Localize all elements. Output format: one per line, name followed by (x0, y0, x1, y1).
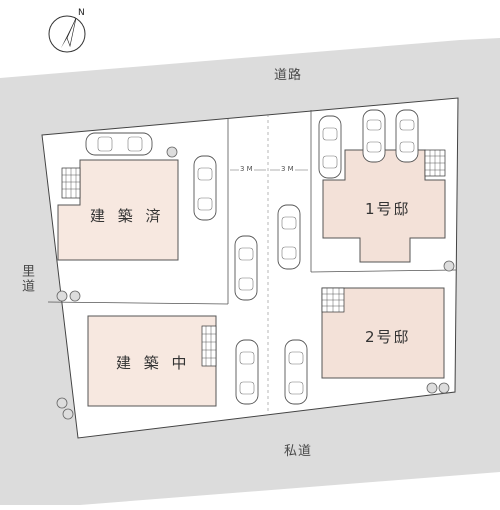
house-label-1: 1号邸 (365, 200, 411, 218)
equipment-grid-lines (62, 150, 445, 366)
tree (62, 408, 74, 420)
car (193, 155, 217, 221)
car (395, 109, 419, 163)
equipment-grid (201, 325, 217, 367)
road-label-top: 道路 (274, 68, 303, 83)
north-label: N (78, 8, 85, 18)
dimension-label-left: 3 M (239, 165, 254, 173)
trees (56, 146, 455, 420)
road-label-bottom: 私道 (284, 444, 313, 459)
north-arrow-icon: N (48, 8, 86, 53)
road-label-left: 里道 (19, 264, 34, 294)
house-1 (322, 149, 446, 263)
lot-lines (47, 110, 457, 305)
building-under-construction (87, 315, 217, 407)
tree (426, 382, 438, 394)
tree (166, 146, 178, 158)
building-built (57, 159, 179, 261)
car (277, 204, 301, 270)
dimension-label-right: 3 M (280, 165, 295, 173)
building-label-built: 建 築 済 (90, 207, 165, 225)
tree (69, 290, 81, 302)
parked-cars (85, 109, 419, 405)
car (284, 339, 308, 405)
tree (443, 260, 455, 272)
car (318, 115, 342, 179)
house-label-2: 2号邸 (365, 328, 411, 346)
car (85, 132, 153, 156)
car-windows (97, 119, 415, 395)
car (235, 339, 259, 405)
car (234, 235, 258, 301)
tree (438, 382, 450, 394)
car (362, 109, 386, 163)
tree (56, 397, 68, 409)
building-label-under-construction: 建 築 中 (116, 354, 191, 372)
tree (56, 290, 68, 302)
